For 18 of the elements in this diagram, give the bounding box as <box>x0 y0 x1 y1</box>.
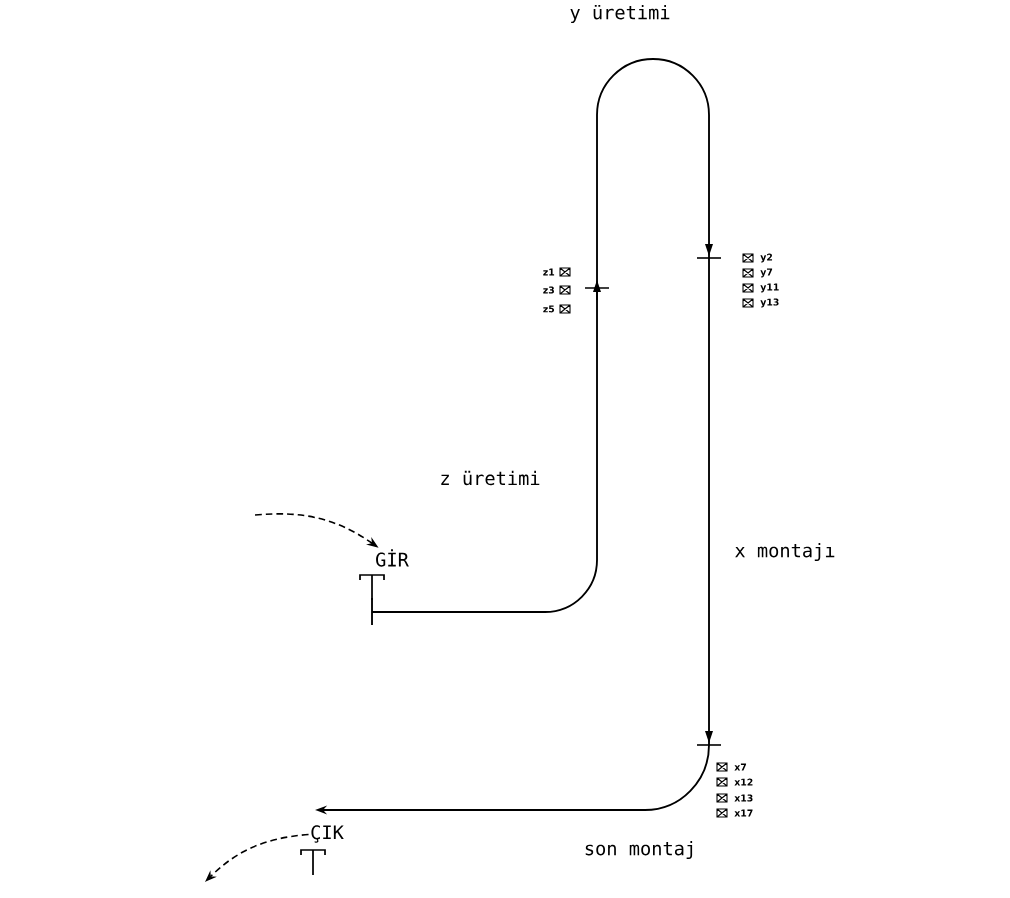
part-label: z5 <box>543 305 555 313</box>
dashed-arrow <box>205 833 310 882</box>
section-label: y üretimi <box>570 4 670 24</box>
part-label: y11 <box>760 283 779 293</box>
station-label: GİR <box>376 549 409 567</box>
station-label: ÇIK <box>311 825 344 843</box>
part-label: y13 <box>760 298 779 308</box>
part-label: y7 <box>760 268 773 278</box>
part-label: x12 <box>734 778 753 786</box>
section-label: son montaj <box>585 840 693 860</box>
part-label: x17 <box>734 809 753 817</box>
part-label: z3 <box>543 286 554 294</box>
section-label: x montajı <box>735 542 835 562</box>
part-label: z1 <box>543 268 555 276</box>
section-label: z üretimi <box>441 470 540 486</box>
part-label: x7 <box>734 763 747 771</box>
part-label: y2 <box>760 253 773 263</box>
part-label: x13 <box>734 794 753 802</box>
